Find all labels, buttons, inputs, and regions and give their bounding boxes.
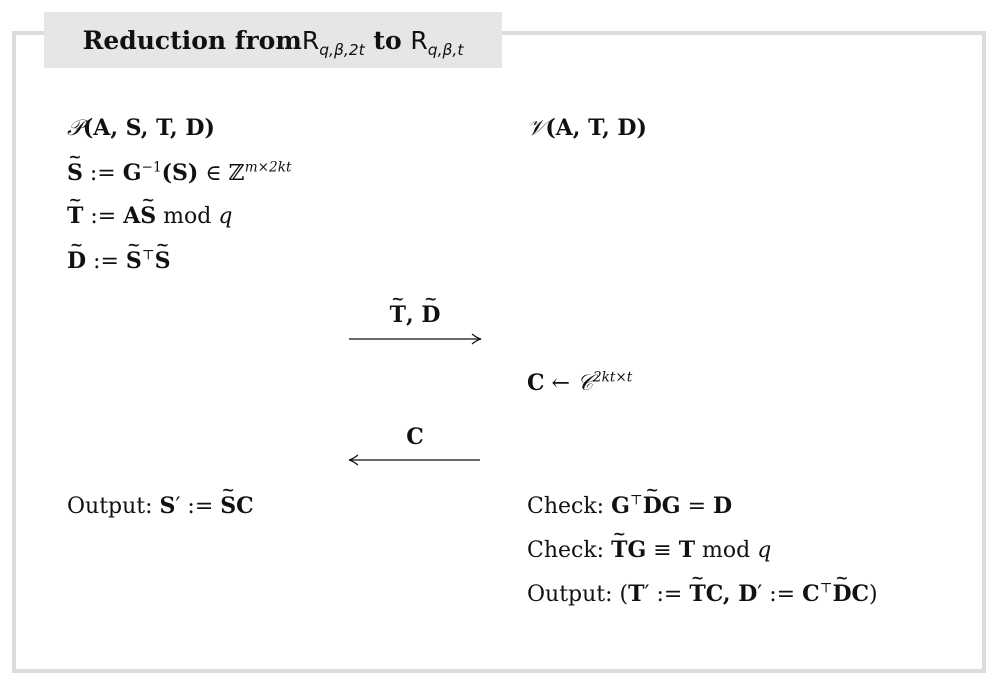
verifier-output: Output: (T′ := TC, D′ := C⊤DC): [527, 582, 878, 606]
verifier-header: 𝒱(A, T, D): [527, 115, 647, 141]
verifier-challenge: C ← 𝒞2kt×t: [527, 369, 633, 396]
title-prefix: Reduction from: [82, 25, 302, 55]
message-c: C: [406, 424, 424, 450]
message-t-d: T, D: [350, 302, 480, 328]
title-to-word: to: [364, 25, 411, 55]
verifier-check-1: Check: G⊤DG = D: [527, 494, 732, 518]
verifier-check-2: Check: TG ≡ T mod q: [527, 539, 771, 562]
protocol-title: Reduction from Rq,β,2t to Rq,β,t: [44, 12, 502, 68]
title-to-relation: Rq,β,t: [410, 25, 464, 59]
prover-line-t-tilde: T := AS mod q: [67, 205, 232, 228]
prover-line-d-tilde: D := S⊤S: [67, 249, 171, 273]
arrow-right-icon: [349, 333, 482, 345]
arrow-left-icon: [348, 454, 480, 466]
prover-line-s-tilde: S := G−1(S) ∈ ℤm×2kt: [67, 161, 291, 185]
prover-header: 𝒫(A, S, T, D): [67, 115, 215, 141]
prover-output: Output: S′ := SC: [67, 495, 254, 518]
title-from-relation: Rq,β,2t: [301, 25, 365, 59]
